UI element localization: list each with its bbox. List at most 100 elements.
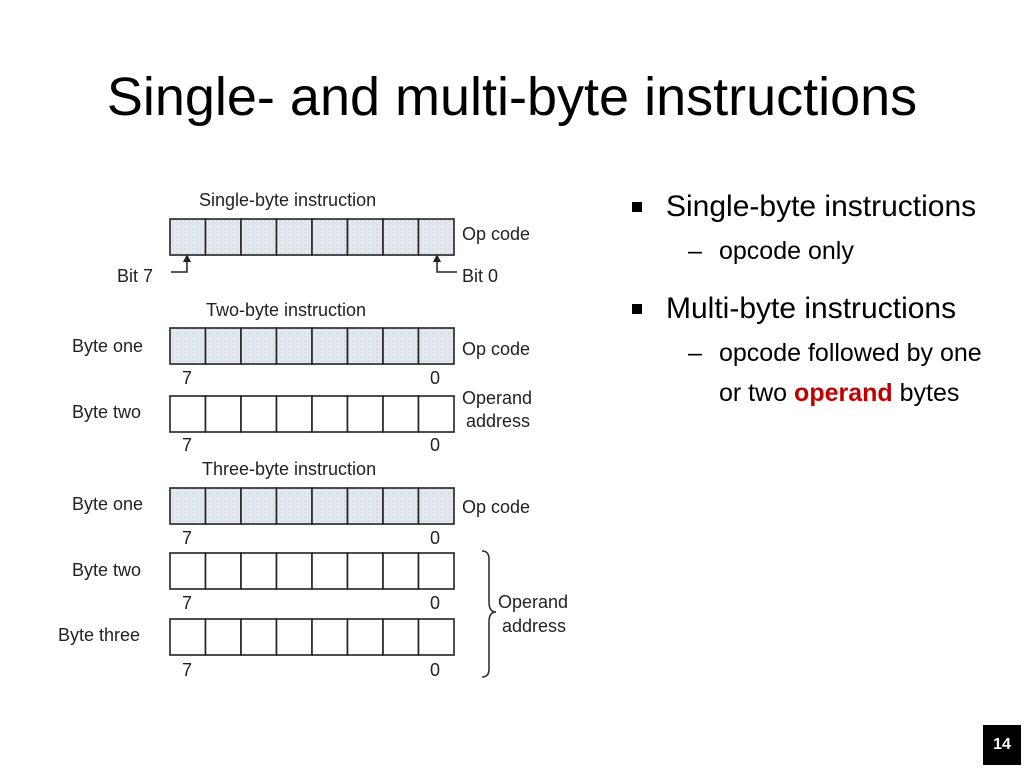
bit-cell [240, 395, 278, 433]
address-label: address [466, 411, 530, 431]
bit-cell [169, 618, 207, 656]
sub-bullet-text-post: bytes [892, 379, 960, 407]
bit7-label: Bit 7 [117, 266, 153, 286]
bit7-arrowhead [183, 254, 191, 262]
op-code-label: Op code [462, 497, 530, 517]
bit-cell [417, 487, 455, 525]
bit-cell [311, 327, 349, 365]
sub-bullet-text: opcode only [719, 237, 854, 265]
bullet-text: Multi-byte instructions [666, 292, 957, 325]
dash-bullet-icon: – [688, 237, 702, 265]
bit-cell [346, 552, 384, 590]
bullet-list: Single-byte instructions – opcode only M… [628, 185, 1008, 429]
bit-0-marker: 0 [430, 528, 440, 548]
bit-7-marker: 7 [182, 435, 192, 455]
bit-cell [382, 218, 420, 256]
bit-0-marker: 0 [430, 660, 440, 680]
square-bullet-icon [632, 202, 642, 212]
bit-cell [417, 395, 455, 433]
byte-one-label: Byte one [72, 336, 143, 356]
two-byte-title: Two-byte instruction [206, 300, 366, 320]
bit-cell [204, 487, 242, 525]
op-code-label: Op code [462, 224, 530, 244]
bit-cell [346, 487, 384, 525]
bit-cell [382, 327, 420, 365]
bit-cell [382, 395, 420, 433]
bit-cell [311, 395, 349, 433]
bit0-arrow [436, 258, 457, 273]
bit-cell [204, 395, 242, 433]
bullet-item: Single-byte instructions [628, 185, 1008, 229]
byte-register-three-three [169, 618, 455, 656]
byte-two-label: Byte two [72, 402, 141, 422]
bit-cell [275, 618, 313, 656]
bit-cell [346, 618, 384, 656]
bit-7-marker: 7 [182, 528, 192, 548]
bit-cell [204, 218, 242, 256]
bit-cell [240, 618, 278, 656]
bit-cell [346, 395, 384, 433]
bit-cell [204, 618, 242, 656]
bit-0-marker: 0 [430, 593, 440, 613]
bit-cell [275, 552, 313, 590]
bit-cell [240, 327, 278, 365]
bit-cell [169, 487, 207, 525]
bit-cell [204, 327, 242, 365]
slide-number: 14 [983, 725, 1021, 765]
bit-cell [169, 552, 207, 590]
instruction-format-diagram: Single-byte instruction Op code Bit 7 Bi… [58, 190, 568, 680]
bullet-item: Multi-byte instructions [628, 287, 1008, 331]
byte-register-three-one [169, 487, 455, 525]
op-code-label: Op code [462, 339, 530, 359]
bit-cell [169, 327, 207, 365]
bit-cell [204, 552, 242, 590]
bit-cell [275, 327, 313, 365]
operand-brace [481, 550, 497, 678]
bit-cell [169, 218, 207, 256]
bit-cell [311, 218, 349, 256]
bit-cell [240, 218, 278, 256]
bit-cell [275, 487, 313, 525]
bit-cell [311, 487, 349, 525]
bit-cell [417, 552, 455, 590]
three-byte-title: Three-byte instruction [202, 459, 376, 479]
bullet-text: Single-byte instructions [666, 190, 977, 223]
bit-cell [346, 327, 384, 365]
bit-7-marker: 7 [182, 368, 192, 388]
bit-7-marker: 7 [182, 660, 192, 680]
bit-cell [240, 487, 278, 525]
byte-one-label: Byte one [72, 494, 143, 514]
byte-register-two-two [169, 395, 455, 433]
bit7-arrow [171, 258, 188, 273]
bit0-arrowhead [433, 254, 441, 262]
bit-cell [382, 552, 420, 590]
bit-7-marker: 7 [182, 593, 192, 613]
dash-bullet-icon: – [688, 339, 702, 367]
bit-cell [275, 218, 313, 256]
address-label: address [502, 616, 566, 636]
sub-bullet-text-pre: opcode followed by one or two [719, 339, 982, 407]
bit-cell [417, 618, 455, 656]
bit-cell [382, 487, 420, 525]
bit0-label: Bit 0 [462, 266, 498, 286]
bit-cell [169, 395, 207, 433]
bit-0-marker: 0 [430, 368, 440, 388]
byte-three-label: Byte three [58, 625, 140, 645]
bit-cell [311, 552, 349, 590]
byte-register-two-one [169, 327, 455, 365]
square-bullet-icon [632, 304, 642, 314]
bit-cell [417, 218, 455, 256]
byte-register-single [169, 218, 455, 256]
bit-cell [275, 395, 313, 433]
operand-highlight: operand [794, 379, 893, 407]
single-byte-title: Single-byte instruction [199, 190, 376, 210]
bit-0-marker: 0 [430, 435, 440, 455]
operand-label: Operand [462, 388, 532, 408]
slide-title: Single- and multi-byte instructions [106, 67, 918, 127]
sub-bullet-item: – opcode only [628, 231, 1008, 271]
bit-cell [240, 552, 278, 590]
bit-cell [346, 218, 384, 256]
byte-two-label: Byte two [72, 560, 141, 580]
bit-cell [417, 327, 455, 365]
bit-cell [311, 618, 349, 656]
